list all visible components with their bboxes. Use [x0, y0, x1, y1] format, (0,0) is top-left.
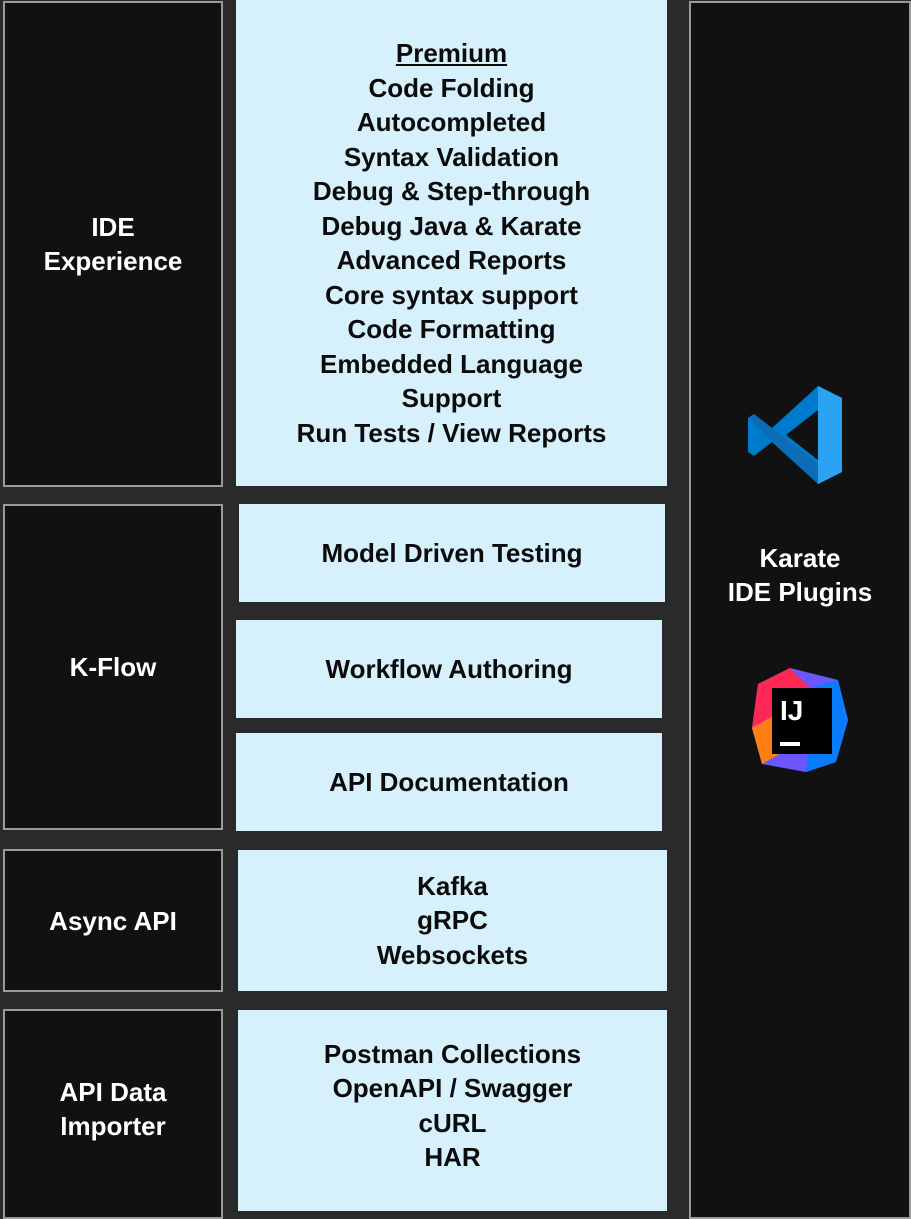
- vscode-icon: [748, 386, 842, 484]
- api-data-importer-item: cURL: [418, 1107, 487, 1138]
- ide-feature-item: Core syntax support: [325, 279, 578, 310]
- kflow-item-workflow-authoring: Workflow Authoring: [325, 653, 573, 684]
- ide-features-box: Premium Code Folding Autocompleted Synta…: [236, 0, 667, 486]
- async-api-item: gRPC: [417, 905, 488, 936]
- ide-feature-item: Support: [401, 383, 502, 413]
- ide-feature-item: Autocompleted: [356, 107, 547, 137]
- async-api-item: Kafka: [417, 870, 488, 901]
- kflow-label: K-Flow: [69, 652, 157, 682]
- kflow-item-box: API Documentation: [236, 733, 662, 831]
- intellij-icon: IJ: [752, 668, 848, 772]
- async-api-label-box: Async API: [3, 849, 223, 992]
- ide-experience-label-line-1: IDE: [91, 212, 135, 242]
- ide-feature-item: Debug Java & Karate: [321, 210, 582, 241]
- kflow-item-model-driven-testing: Model Driven Testing: [321, 537, 583, 568]
- api-data-importer-label-line-2: Importer: [60, 1111, 166, 1141]
- async-api-items-box: Kafka gRPC Websockets: [238, 850, 667, 991]
- api-data-importer-item: HAR: [424, 1142, 481, 1172]
- async-api-label: Async API: [49, 905, 177, 936]
- api-data-importer-label-line-1: API Data: [59, 1077, 167, 1107]
- ide-experience-label-line-2: Experience: [43, 246, 183, 276]
- ide-feature-premium: Premium: [395, 38, 508, 68]
- kflow-item-api-documentation: API Documentation: [329, 766, 569, 797]
- api-data-importer-items-box: Postman Collections OpenAPI / Swagger cU…: [238, 1010, 667, 1211]
- ide-feature-item: Debug & Step-through: [312, 176, 591, 206]
- api-data-importer-item: Postman Collections: [323, 1038, 582, 1069]
- kflow-item-box: Model Driven Testing: [239, 504, 665, 602]
- kflow-label-box: K-Flow: [3, 504, 223, 830]
- kflow-item-box: Workflow Authoring: [236, 620, 662, 718]
- ide-feature-item: Run Tests / View Reports: [296, 417, 607, 448]
- karate-ide-plugins-label-line-2: IDE Plugins: [727, 577, 873, 607]
- api-data-importer-label-box: API Data Importer: [3, 1009, 223, 1219]
- ide-experience-label-box: IDE Experience: [3, 1, 223, 487]
- ide-feature-item: Code Folding: [368, 72, 535, 103]
- ide-feature-item: Syntax Validation: [343, 141, 560, 172]
- api-data-importer-item: OpenAPI / Swagger: [332, 1073, 573, 1103]
- karate-ide-plugins-column: [689, 1, 911, 1219]
- karate-ide-plugins-label-line-1: Karate: [759, 543, 841, 573]
- karate-ide-plugins-label: Karate IDE Plugins: [689, 540, 911, 610]
- intellij-logo-text: IJ: [780, 695, 803, 726]
- ide-feature-item: Advanced Reports: [336, 245, 567, 275]
- ide-feature-item: Code Formatting: [347, 314, 556, 344]
- async-api-item: Websockets: [376, 939, 529, 970]
- ide-feature-item: Embedded Language: [320, 348, 583, 379]
